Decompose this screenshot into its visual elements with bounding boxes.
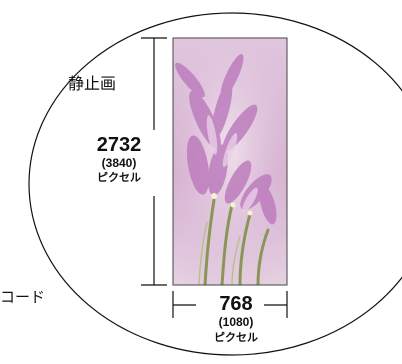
height-dimension-line — [141, 37, 167, 286]
height-value: 2732 — [96, 134, 142, 156]
height-unit: ピクセル — [97, 171, 141, 184]
width-alt-value: (1080) — [218, 315, 254, 329]
width-value: 768 — [219, 293, 253, 315]
height-alt-value: (3840) — [101, 156, 137, 170]
zoom-circle — [28, 12, 402, 356]
width-unit: ピクセル — [214, 331, 258, 344]
width-dimension-line — [172, 291, 288, 318]
photo-frame — [172, 37, 288, 286]
cut-off-label: コード — [0, 288, 46, 306]
still-image-photo — [173, 38, 287, 285]
still-image-label: 静止画 — [68, 74, 117, 93]
